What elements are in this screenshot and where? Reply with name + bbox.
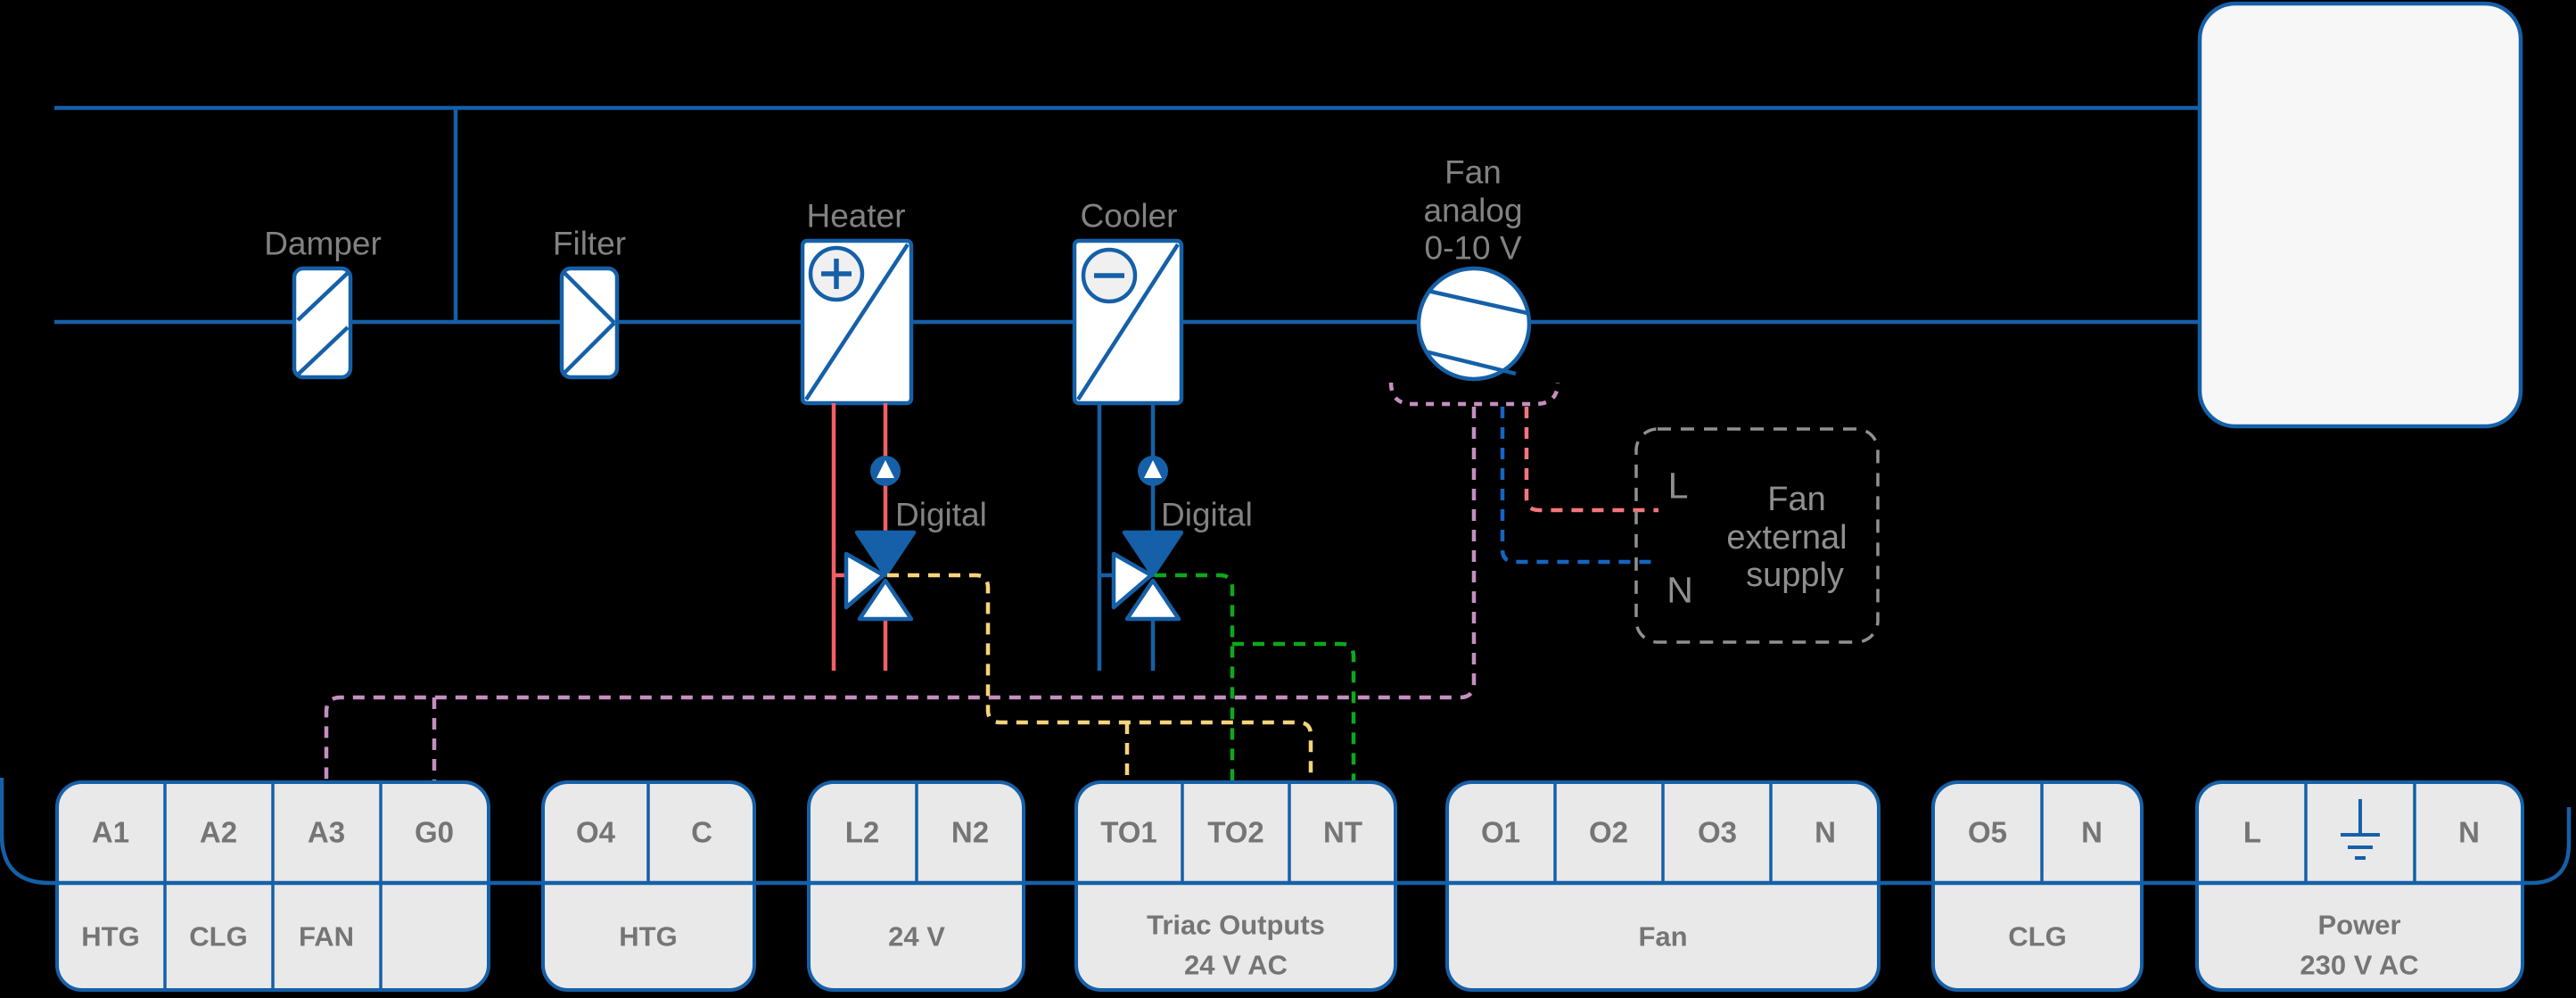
- fan-cable-bracket: [1388, 382, 1560, 407]
- terminal-o1: O1: [1480, 815, 1521, 849]
- terminal-dividers: [163, 784, 2416, 988]
- terminal-o2: O2: [1588, 815, 1629, 849]
- terminal-a2: A2: [199, 815, 238, 849]
- heater-label: Heater: [806, 197, 906, 235]
- terminal-g0: G0: [414, 815, 455, 849]
- terminal-c: C: [691, 815, 712, 849]
- terminal-l2: L2: [844, 815, 880, 849]
- fan-external-supply-box: [1634, 427, 1880, 644]
- fan-label-line1: Fan: [1444, 153, 1502, 191]
- damper-icon: [292, 266, 353, 380]
- terminal-n-power: N: [2458, 815, 2480, 849]
- caption-fan-a3: FAN: [299, 920, 354, 953]
- caption-24v: 24 V: [888, 920, 945, 953]
- caption-clg-a2: CLG: [189, 920, 248, 953]
- caption-htg-a1: HTG: [81, 920, 140, 953]
- caption-triac-line1: Triac Outputs: [1147, 909, 1325, 941]
- caption-triac-line2: 24 V AC: [1183, 949, 1288, 981]
- plus-icon: [821, 259, 852, 289]
- filter-label: Filter: [552, 225, 627, 262]
- cooler-label: Cooler: [1080, 197, 1178, 235]
- cooler-icon: [1072, 238, 1184, 406]
- caption-fan: Fan: [1638, 920, 1688, 953]
- terminal-n-clg: N: [2081, 815, 2103, 849]
- cooler-valve-icon: [1111, 530, 1184, 622]
- terminal-o5: O5: [1967, 815, 2008, 849]
- controller-edge-line: [0, 778, 2572, 886]
- terminal-n-fan: N: [1815, 815, 1836, 849]
- terminal-to2: TO2: [1207, 815, 1264, 849]
- terminal-a3: A3: [307, 815, 346, 849]
- terminal-a1: A1: [91, 815, 130, 849]
- heater-valve-wire: [887, 573, 1313, 780]
- fan-neutral-wire: [1500, 407, 1658, 565]
- fan-live-wire: [1524, 407, 1658, 513]
- cooler-valve-label: Digital: [1161, 496, 1253, 533]
- fan-label-line2: analog: [1423, 192, 1523, 229]
- external-supply-label-line2: external: [1726, 519, 1848, 557]
- caption-clg: CLG: [2008, 920, 2067, 953]
- external-supply-label-line3: supply: [1746, 557, 1844, 594]
- external-supply-n-label: N: [1667, 569, 1693, 611]
- caption-htg: HTG: [619, 920, 678, 953]
- fan-icon: [1416, 266, 1532, 382]
- cooler-pump-icon: [1138, 456, 1168, 486]
- terminal-block-24v: [807, 780, 1025, 992]
- caption-power-line2: 230 V AC: [2300, 949, 2419, 981]
- caption-power-line1: Power: [2317, 909, 2401, 941]
- heater-pump-icon: [870, 456, 901, 486]
- fan-analog-signal-wire: [324, 407, 1477, 780]
- damper-label: Damper: [264, 225, 382, 262]
- terminal-nt: NT: [1323, 815, 1362, 849]
- filter-icon: [559, 266, 620, 380]
- external-supply-label-line1: Fan: [1767, 481, 1826, 518]
- terminal-l-power: L: [2243, 815, 2262, 849]
- earth-ground-icon: [2341, 799, 2380, 860]
- terminal-o4: O4: [575, 815, 616, 849]
- heater-valve-icon: [844, 530, 917, 622]
- fan-label-line3: 0-10 V: [1424, 229, 1522, 267]
- cooler-valve-wire: [1155, 573, 1356, 780]
- heater-icon: [800, 238, 914, 406]
- terminal-block-htg: [541, 780, 756, 992]
- terminal-block-power: [2195, 780, 2524, 992]
- terminal-block-clg: [1931, 780, 2144, 992]
- terminal-n2: N2: [951, 815, 990, 849]
- terminal-block-triac: [1074, 780, 1397, 992]
- heater-valve-label: Digital: [895, 496, 987, 533]
- controller-box: [2197, 1, 2523, 429]
- terminal-o3: O3: [1697, 815, 1738, 849]
- terminal-to1: TO1: [1100, 815, 1157, 849]
- external-supply-l-label: L: [1667, 465, 1689, 507]
